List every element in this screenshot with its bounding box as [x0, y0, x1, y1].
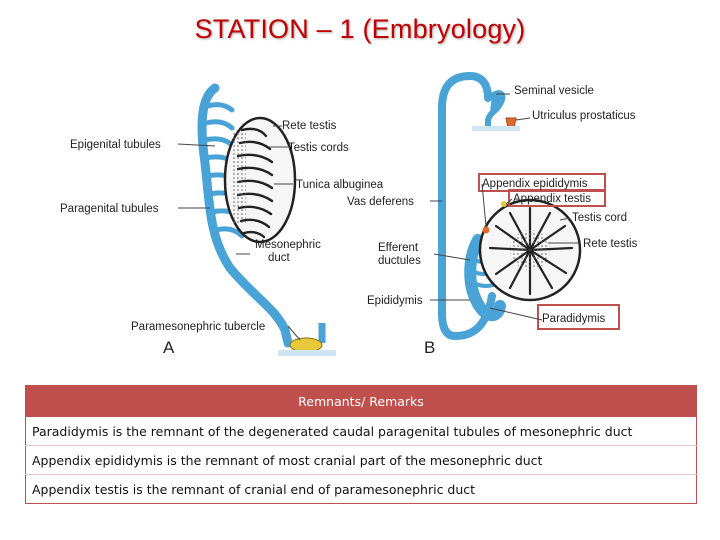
label-paradidymis: Paradidymis	[542, 313, 606, 325]
label-paragenital-tubules: Paragenital tubules	[60, 203, 159, 215]
seminal-vesicle	[485, 90, 506, 128]
label-efferent-ductules-2: ductules	[378, 255, 421, 267]
remnants-table: Remnants/ Remarks Paradidymis is the rem…	[25, 385, 697, 504]
label-epigenital-tubules: Epigenital tubules	[70, 139, 161, 151]
label-rete-testis-a: Rete testis	[282, 120, 337, 132]
label-efferent-ductules-1: Efferent	[378, 242, 419, 254]
panel-a-letter: A	[163, 338, 175, 357]
label-appendix-epididymis: Appendix epididymis	[482, 178, 588, 190]
label-testis-cords: Testis cords	[288, 142, 349, 154]
table-row: Paradidymis is the remnant of the degene…	[25, 416, 697, 446]
epididymis	[464, 234, 506, 321]
appendix-testis-mark	[501, 201, 507, 207]
row-text: is the remnant of cranial end of parames…	[128, 481, 476, 497]
panel-b-letter: B	[424, 338, 435, 357]
label-mesonephric-duct-1: Mesonephric	[255, 239, 321, 251]
highlight-appendix-testis	[508, 189, 606, 207]
label-epididymis: Epididymis	[367, 295, 423, 307]
embryology-diagram: Epigenital tubules Paragenital tubules R…	[60, 71, 638, 357]
panel-a: Epigenital tubules Paragenital tubules R…	[60, 83, 384, 357]
row-term: Appendix testis	[32, 481, 129, 497]
label-utriculus-prostaticus: Utriculus prostaticus	[532, 110, 636, 122]
label-paramesonephric-tubercle: Paramesonephric tubercle	[131, 321, 265, 333]
appendix-epididymis-mark	[482, 226, 490, 234]
label-seminal-vesicle: Seminal vesicle	[514, 85, 594, 97]
row-term: Appendix epididymis	[32, 452, 163, 468]
label-vas-deferens: Vas deferens	[347, 196, 414, 208]
vas-deferens	[438, 71, 496, 341]
row-text: is the remnant of most cranial part of t…	[162, 452, 543, 468]
table-header: Remnants/ Remarks	[25, 385, 697, 417]
label-mesonephric-duct-2: duct	[268, 252, 291, 264]
highlight-paradidymis	[537, 304, 620, 330]
row-text: is the remnant of the degenerated caudal…	[108, 423, 633, 439]
urogenital-sinus-a	[278, 350, 336, 356]
rete-testis-a	[232, 133, 246, 223]
rete-testis-b	[510, 230, 550, 270]
panel-b: Seminal vesicle Utriculus prostaticus Ap…	[347, 71, 638, 357]
table-row: Appendix testis is the remnant of crania…	[25, 474, 697, 504]
urethra-b	[472, 126, 520, 131]
table-row: Appendix epididymis is the remnant of mo…	[25, 445, 697, 475]
label-rete-testis-b: Rete testis	[583, 238, 638, 250]
page-title: STATION – 1 (Embryology)	[194, 14, 526, 44]
label-testis-cord: Testis cord	[572, 212, 627, 224]
label-appendix-testis: Appendix testis	[513, 193, 591, 205]
mesonephric-duct-a	[197, 83, 293, 348]
paramesonephric-tubercle	[289, 337, 323, 353]
label-tunica-albuginea: Tunica albuginea	[296, 179, 384, 191]
row-term: Paradidymis	[32, 423, 109, 439]
